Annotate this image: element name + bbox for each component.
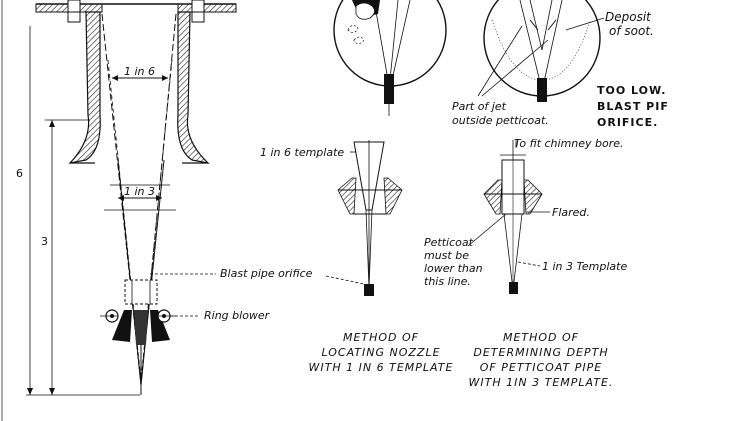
petticoat-note-label: Petticoat must be lower than this line. — [424, 236, 483, 288]
too-low-line-1: TOO LOW. — [597, 84, 667, 97]
ring-blower-label: Ring blower — [204, 309, 270, 322]
chimney-section-circle-right — [477, 0, 605, 102]
petticoat-line-2: must be — [424, 249, 469, 262]
caption-depth-line-4: WITH 1IN 3 TEMPLATE. — [468, 376, 614, 389]
petticoat-line-1: Petticoat — [424, 236, 473, 249]
caption-depth-line-2: DETERMINING DEPTH — [473, 346, 609, 359]
petticoat-line-4: this line. — [424, 275, 471, 288]
too-low-label: TOO LOW. BLAST PIF ORIFICE. — [597, 83, 669, 131]
deposit-line-1: Deposit — [605, 10, 651, 24]
template-1-in-3-figure — [467, 140, 550, 294]
too-low-line-3: ORIFICE. — [597, 116, 659, 129]
caption-depth-line-1: METHOD OF — [502, 331, 580, 344]
caption-locating-line-1: METHOD OF — [342, 331, 420, 344]
deposit-of-soot-label: Deposit of soot. — [605, 10, 654, 38]
petticoat-line-3: lower than — [424, 262, 483, 275]
one-in-six-template-label: 1 in 6 template — [260, 146, 345, 159]
taper-1-in-6-label: 1 in 6 — [124, 65, 156, 78]
dimension-3-label: 3 — [41, 235, 48, 248]
too-low-line-2: BLAST PIF — [597, 100, 669, 113]
caption-locating-line-3: WITH 1 IN 6 TEMPLATE — [308, 361, 454, 374]
template-1-in-6-figure — [325, 140, 403, 296]
chimney-assembly — [35, 0, 237, 395]
chimney-section-circle-left — [333, 0, 447, 116]
part-of-jet-label: Part of jet outside petticoat. — [452, 100, 549, 128]
deposit-line-2: of soot. — [609, 24, 654, 38]
flared-label: Flared. — [552, 206, 590, 219]
dimension-lines — [26, 26, 140, 396]
caption-determining-depth: METHOD OF DETERMINING DEPTH OF PETTICOAT… — [456, 330, 626, 390]
taper-1-in-3-label: 1 in 3 — [124, 185, 156, 198]
to-fit-chimney-bore-label: To fit chimney bore. — [514, 137, 624, 150]
caption-locating-nozzle: METHOD OF LOCATING NOZZLE WITH 1 IN 6 TE… — [296, 330, 466, 375]
dimension-6-label: 6 — [16, 167, 23, 180]
caption-depth-line-3: OF PETTICOAT PIPE — [479, 361, 603, 374]
one-in-three-template-label: 1 in 3 Template — [542, 260, 628, 273]
caption-locating-line-2: LOCATING NOZZLE — [321, 346, 441, 359]
part-of-jet-line-2: outside petticoat. — [452, 114, 549, 127]
blast-pipe-orifice-label: Blast pipe orifice — [220, 267, 313, 280]
part-of-jet-line-1: Part of jet — [452, 100, 506, 113]
